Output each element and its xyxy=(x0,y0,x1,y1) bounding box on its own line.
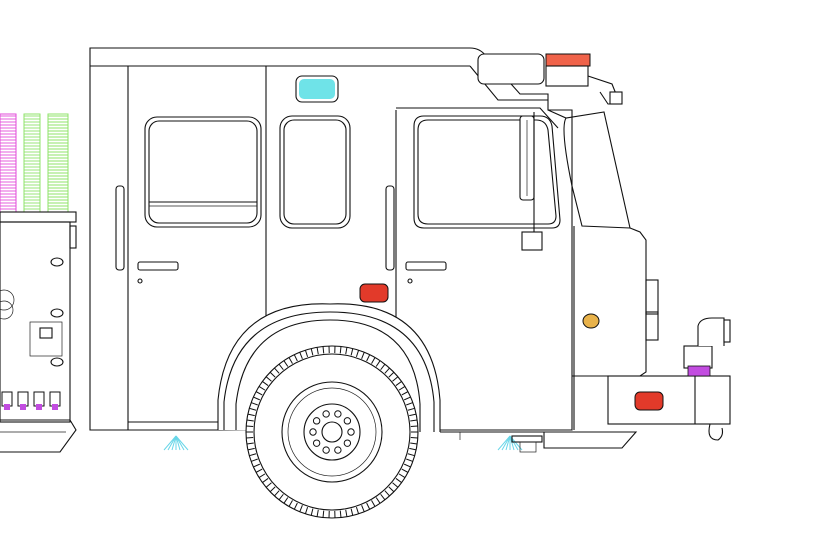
middle-window xyxy=(279,115,351,229)
lug-nut xyxy=(322,410,330,418)
side-mirror xyxy=(519,112,543,251)
front-bumper xyxy=(543,375,731,449)
lug-nut xyxy=(309,428,317,436)
bumper-turret xyxy=(683,317,731,377)
front-wheel xyxy=(245,345,419,519)
front-door-window xyxy=(413,115,561,229)
roof-beacon-cyan xyxy=(295,75,339,103)
lug-nut xyxy=(312,439,321,447)
pump-panel-gauges xyxy=(0,257,64,367)
lug-nut xyxy=(347,428,355,436)
rear-door-window xyxy=(144,116,262,228)
lug-nut xyxy=(343,439,352,447)
light-bar xyxy=(477,53,623,105)
lug-nut xyxy=(334,446,342,454)
lug-nut xyxy=(312,417,321,425)
underbody xyxy=(128,421,543,453)
wheel-lug-nuts xyxy=(309,410,355,454)
lug-nut xyxy=(322,446,330,454)
discharge-valves xyxy=(1,391,61,410)
rear-compartment xyxy=(0,113,77,453)
nose-panels xyxy=(645,279,659,341)
side-marker-red xyxy=(359,283,389,303)
lug-nut xyxy=(334,410,342,418)
door-handles xyxy=(115,185,447,284)
lug-nut xyxy=(343,417,352,425)
amber-marker xyxy=(582,313,600,329)
